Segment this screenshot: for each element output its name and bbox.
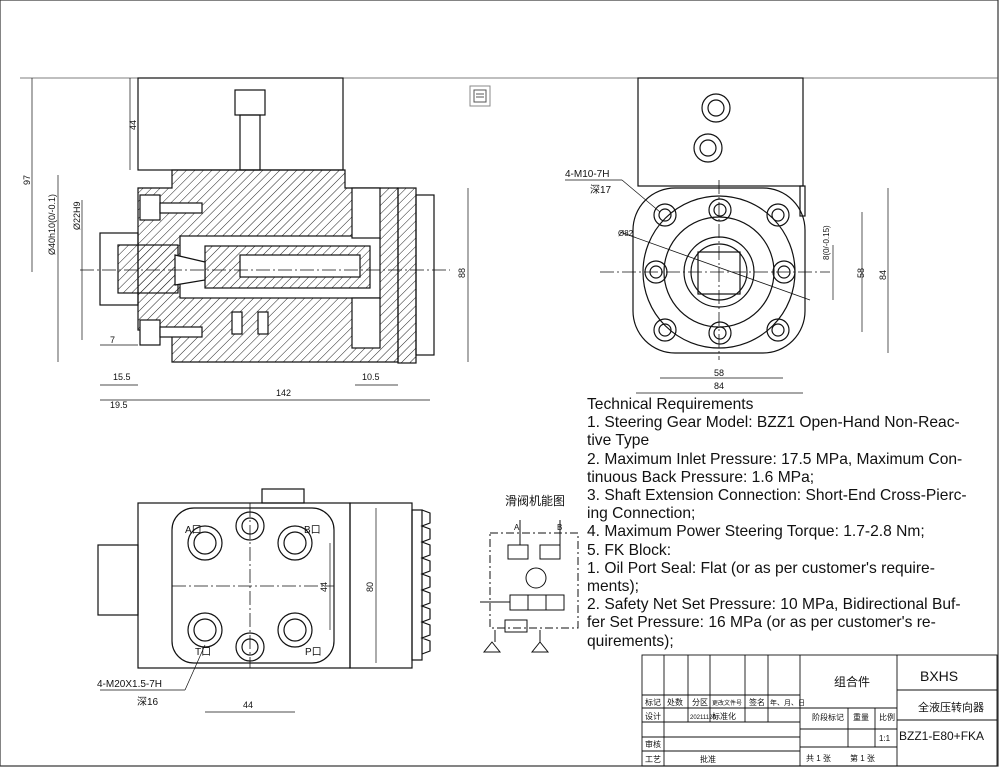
- dim-80-v: 80: [365, 582, 375, 592]
- tech-line: tinuous Back Pressure: 1.6 MPa;: [587, 468, 815, 486]
- dim-7: 7: [110, 335, 115, 345]
- tb-h5: 年、月、日: [770, 698, 805, 707]
- port-t: T口: [195, 647, 211, 658]
- dim-15-5: 15.5: [113, 372, 131, 382]
- dim-58-v: 58: [856, 268, 866, 278]
- tb-h1: 处数: [667, 697, 683, 707]
- schematic-port-a: A: [514, 523, 520, 532]
- dim-44-h: 44: [243, 700, 253, 710]
- tb-sheet-no: 第 1 张: [850, 753, 875, 763]
- tech-line: tive Type: [587, 432, 650, 450]
- tb-date: 20211120: [690, 715, 716, 721]
- tb-process: 工艺: [645, 755, 661, 764]
- tb-stage: 阶段标记: [812, 712, 844, 722]
- valve-schematic: [480, 520, 579, 653]
- tech-line: 3. Shaft Extension Connection: Short-End…: [587, 487, 967, 505]
- tb-weight: 重量: [853, 712, 869, 722]
- dim-depth-17: 深17: [590, 184, 612, 196]
- title-block-grid: [641, 654, 998, 767]
- port-dimensions: [100, 508, 377, 713]
- port-a: A口: [185, 525, 202, 536]
- tb-approve: 批准: [700, 754, 716, 764]
- tech-line: quirements);: [587, 632, 674, 650]
- port-b: B口: [304, 525, 321, 536]
- side-dim-labels: 4-M10-7H 深17 Ø82 8(0/-0.15) 58 84 58 84: [565, 169, 888, 391]
- tech-line: ing Connection;: [587, 505, 696, 523]
- side-view: [600, 77, 830, 360]
- tb-scale: 1:1: [879, 734, 891, 743]
- tech-line: ments);: [587, 578, 639, 596]
- tb-h0: 标记: [645, 697, 661, 707]
- title-block-text: 标记 处数 分区 更改文件号 签名 年、月、日 设计 20211120 标准化 …: [645, 668, 984, 764]
- tb-model: BZZ1-E80+FKA: [899, 729, 984, 743]
- tech-line: fer Set Pressure: 16 MPa (or as per cust…: [587, 614, 936, 632]
- dim-d40: Ø40h10(0/-0.1): [47, 194, 57, 255]
- port-p: P口: [305, 647, 322, 658]
- dim-10-5: 10.5: [362, 372, 380, 382]
- tb-standardize: 标准化: [712, 711, 736, 721]
- dim-97: 97: [22, 175, 32, 185]
- dim-depth-16: 深16: [137, 696, 159, 708]
- front-section-view: [80, 77, 450, 364]
- tb-company: BXHS: [920, 668, 958, 684]
- dim-44: 44: [128, 120, 138, 130]
- dim-4-m20: 4-M20X1.5-7H: [97, 679, 162, 690]
- side-dimensions: [565, 179, 889, 394]
- tb-h4: 签名: [749, 697, 765, 707]
- dim-84-h: 84: [714, 381, 724, 391]
- dim-19-5: 19.5: [110, 400, 128, 410]
- tech-line: 1. Oil Port Seal: Flat (or as per custom…: [587, 559, 935, 577]
- tech-line: 4. Maximum Power Steering Torque: 1.7-2.…: [587, 523, 925, 541]
- tb-sheets-total: 共 1 张: [806, 754, 831, 763]
- dim-d22: Ø22H9: [72, 201, 82, 230]
- tb-h3: 更改文件号: [712, 699, 742, 707]
- dim-8: 8(0/-0.15): [822, 225, 831, 260]
- technical-requirements: Technical Requirements 1. Steering Gear …: [587, 396, 992, 651]
- schematic-port-b: B: [557, 523, 562, 532]
- dim-84-v: 84: [878, 270, 888, 280]
- tech-line: 1. Steering Gear Model: BZZ1 Open-Hand N…: [587, 414, 960, 432]
- tech-heading: Technical Requirements: [587, 396, 754, 413]
- tb-h2: 分区: [692, 698, 708, 707]
- front-dimensions: [31, 78, 469, 401]
- dim-142: 142: [276, 388, 291, 398]
- port-labels: A口 B口 T口 P口 44 80 4-M20X1.5-7H 深16 44: [97, 525, 375, 710]
- dim-4-m10: 4-M10-7H: [565, 169, 609, 180]
- dim-44-v: 44: [319, 582, 329, 592]
- tech-line: 5. FK Block:: [587, 541, 672, 559]
- schematic-labels: 滑阀机能图 A B: [505, 494, 565, 532]
- schematic-title: 滑阀机能图: [505, 494, 565, 508]
- tech-line: 2. Safety Net Set Pressure: 10 MPa, Bidi…: [587, 596, 961, 614]
- port-view: [97, 488, 431, 669]
- image-frame-icon: [469, 85, 491, 107]
- tech-line: 2. Maximum Inlet Pressure: 17.5 MPa, Max…: [587, 450, 963, 468]
- tb-product: 全液压转向器: [918, 700, 984, 714]
- tb-ratio: 比例: [879, 712, 895, 722]
- dim-88: 88: [457, 268, 467, 278]
- tb-assembly: 组合件: [834, 674, 870, 689]
- tb-design: 设计: [645, 711, 661, 721]
- tb-review: 审核: [645, 739, 661, 749]
- front-dim-labels: 44 97 Ø40h10(0/-0.1) Ø22H9 7 15.5 19.5 1…: [22, 120, 467, 410]
- dim-d82: Ø82: [618, 229, 634, 238]
- dim-58-h: 58: [714, 368, 724, 378]
